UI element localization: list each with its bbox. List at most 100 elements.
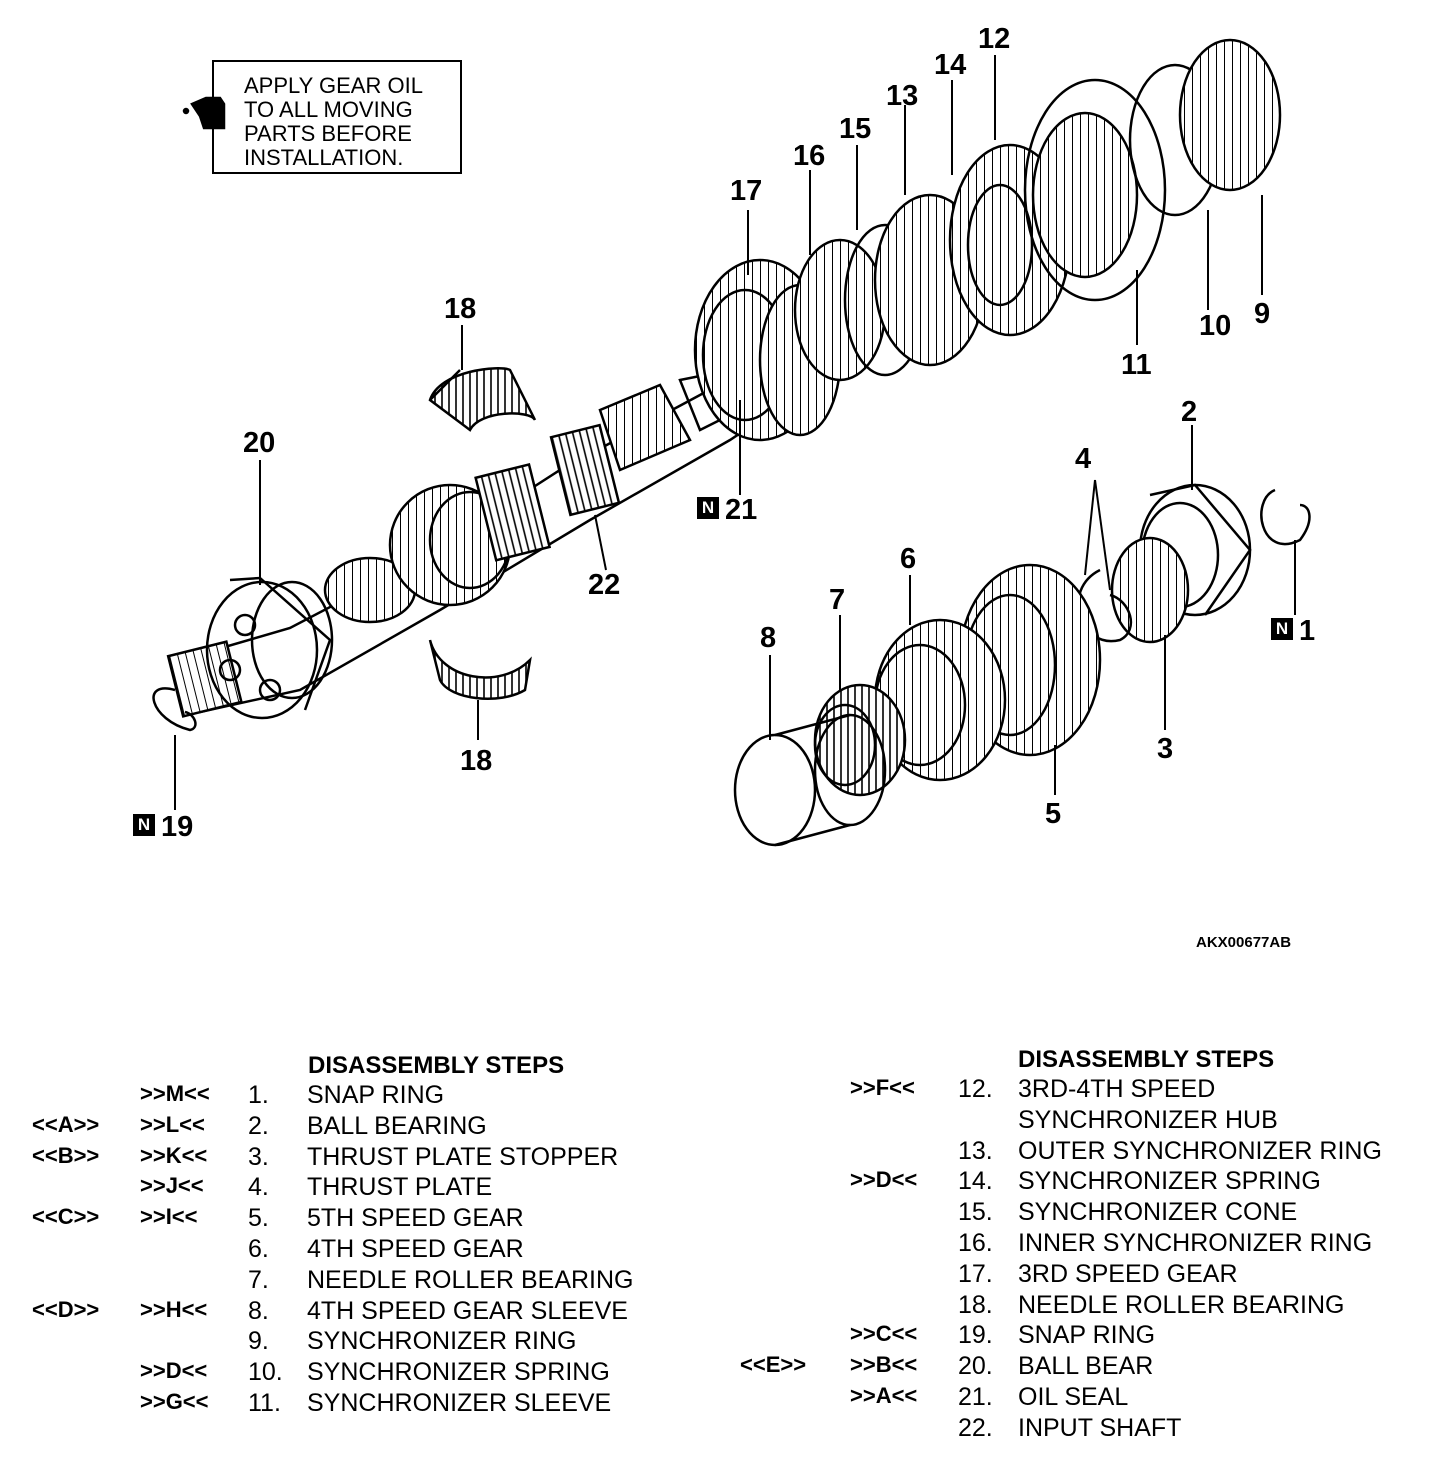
step-label: NEEDLE ROLLER BEARING (307, 1265, 634, 1294)
new-part-icon: N (1271, 618, 1293, 641)
callout-14: 14 (934, 49, 967, 81)
callout-18-bottom: 18 (460, 745, 493, 777)
reassembly-mark: >>D<< (140, 1358, 208, 1384)
steps-heading: DISASSEMBLY STEPS (1018, 1046, 1275, 1073)
reassembly-mark: >>G<< (140, 1389, 209, 1414)
step-label: SYNCHRONIZER RING (307, 1327, 577, 1356)
note-line: TO ALL MOVING (244, 97, 413, 122)
inner-synchro-ring-16 (793, 238, 887, 382)
snap-ring-19 (152, 687, 197, 732)
step-label: 4TH SPEED GEAR SLEEVE (307, 1296, 628, 1325)
oil-can-icon (182, 96, 226, 130)
callout-2: 2 (1181, 396, 1198, 428)
thrust-plate-4 (1076, 568, 1132, 643)
step-number: 3. (248, 1142, 269, 1171)
step-label: BALL BEAR (1018, 1352, 1154, 1381)
step-label: BALL BEARING (307, 1111, 487, 1140)
callout-16: 16 (793, 140, 826, 172)
step-number: 13. (958, 1136, 993, 1165)
leader-4a (1084, 479, 1096, 576)
shaft-gear-large (388, 483, 512, 607)
needle-bearing-18-bottom (428, 639, 532, 700)
exploded-view-drawing (152, 38, 1311, 847)
callout-5: 5 (1045, 798, 1062, 830)
step-label: THRUST PLATE STOPPER (307, 1142, 619, 1171)
gear-sleeve-8 (733, 713, 887, 847)
step-label: OUTER SYNCHRONIZER RING (1018, 1136, 1382, 1165)
step-label: INNER SYNCHRONIZER RING (1018, 1229, 1373, 1257)
reassembly-mark: >>A<< (850, 1383, 918, 1408)
step-number: 15. (958, 1198, 993, 1227)
figure-code: AKX00677AB (1196, 934, 1292, 951)
step-label: NEEDLE ROLLER BEARING (1018, 1290, 1345, 1319)
callout-12: 12 (978, 23, 1011, 55)
reassembly-mark: >>C<< (850, 1321, 918, 1347)
ball-bearing-20 (205, 576, 334, 720)
step-number: 12. (958, 1075, 993, 1103)
step-number: 19. (958, 1321, 993, 1350)
step-number: 8. (248, 1296, 269, 1325)
callout-10: 10 (1199, 310, 1232, 342)
step-label: 4TH SPEED GEAR (307, 1235, 524, 1263)
callout-20: 20 (243, 427, 276, 459)
disassembly-mark: <<E>> (740, 1352, 807, 1378)
reassembly-mark: >>M<< (140, 1081, 210, 1106)
callout-6: 6 (900, 543, 917, 575)
needle-bearing-18-top (428, 367, 537, 432)
step-number: 21. (958, 1383, 993, 1411)
step-number: 18. (958, 1290, 993, 1319)
reassembly-mark: >>D<< (850, 1167, 918, 1193)
step-number: 16. (958, 1229, 993, 1257)
disassembly-mark: <<C>> (32, 1204, 100, 1230)
callout-7: 7 (829, 584, 846, 616)
shaft-needle-sections (474, 423, 621, 562)
callout-22: 22 (588, 569, 621, 601)
callout-8: 8 (760, 622, 777, 654)
leader-lines (174, 55, 1296, 810)
disassembly-mark: <<D>> (32, 1296, 100, 1322)
synchro-ring-9 (1178, 38, 1282, 192)
steps-heading: DISASSEMBLY STEPS (308, 1052, 565, 1079)
step-number: 17. (958, 1259, 993, 1288)
note-line: PARTS BEFORE (244, 121, 412, 146)
reassembly-mark: >>L<< (140, 1111, 205, 1137)
step-number: 1. (248, 1081, 269, 1109)
step-label: INPUT SHAFT (1018, 1413, 1182, 1442)
step-label: SYNCHRONIZER HUB (1018, 1105, 1278, 1134)
oil-note-box: APPLY GEAR OIL TO ALL MOVING PARTS BEFOR… (212, 60, 462, 174)
reassembly-mark: >>F<< (850, 1075, 915, 1100)
disassembly-mark: <<B>> (32, 1142, 100, 1168)
callout-18-top: 18 (444, 293, 477, 325)
step-number: 20. (958, 1352, 993, 1381)
callout-11: 11 (1121, 349, 1152, 381)
thrust-plate-stopper-3 (1110, 536, 1190, 644)
new-part-icon: N (697, 497, 719, 520)
needle-bearing-7 (813, 683, 907, 797)
disassembly-mark: <<A>> (32, 1111, 100, 1137)
step-label: THRUST PLATE (307, 1173, 493, 1202)
reassembly-mark: >>J<< (140, 1173, 204, 1199)
step-number: 7. (248, 1265, 269, 1294)
step-number: 5. (248, 1204, 269, 1233)
new-part-icon: N (133, 814, 155, 837)
reassembly-mark: >>B<< (850, 1352, 918, 1378)
callout-17: 17 (730, 175, 763, 207)
step-label: SYNCHRONIZER CONE (1018, 1198, 1298, 1227)
step-label: 3RD-4TH SPEED (1018, 1075, 1216, 1103)
callout-4: 4 (1075, 443, 1092, 475)
step-label: OIL SEAL (1018, 1383, 1129, 1411)
step-number: 9. (248, 1327, 269, 1356)
note-line: APPLY GEAR OIL (244, 73, 423, 98)
callout-3: 3 (1157, 733, 1174, 765)
snap-ring-1 (1260, 488, 1311, 546)
step-number: 14. (958, 1167, 993, 1196)
synchro-sleeve-11 (1023, 78, 1167, 302)
reassembly-mark: >>K<< (140, 1142, 208, 1168)
step-label: 3RD SPEED GEAR (1018, 1259, 1238, 1288)
step-number: 4. (248, 1173, 269, 1202)
step-number: 10. (248, 1358, 283, 1387)
step-label: SYNCHRONIZER SLEEVE (307, 1389, 612, 1417)
